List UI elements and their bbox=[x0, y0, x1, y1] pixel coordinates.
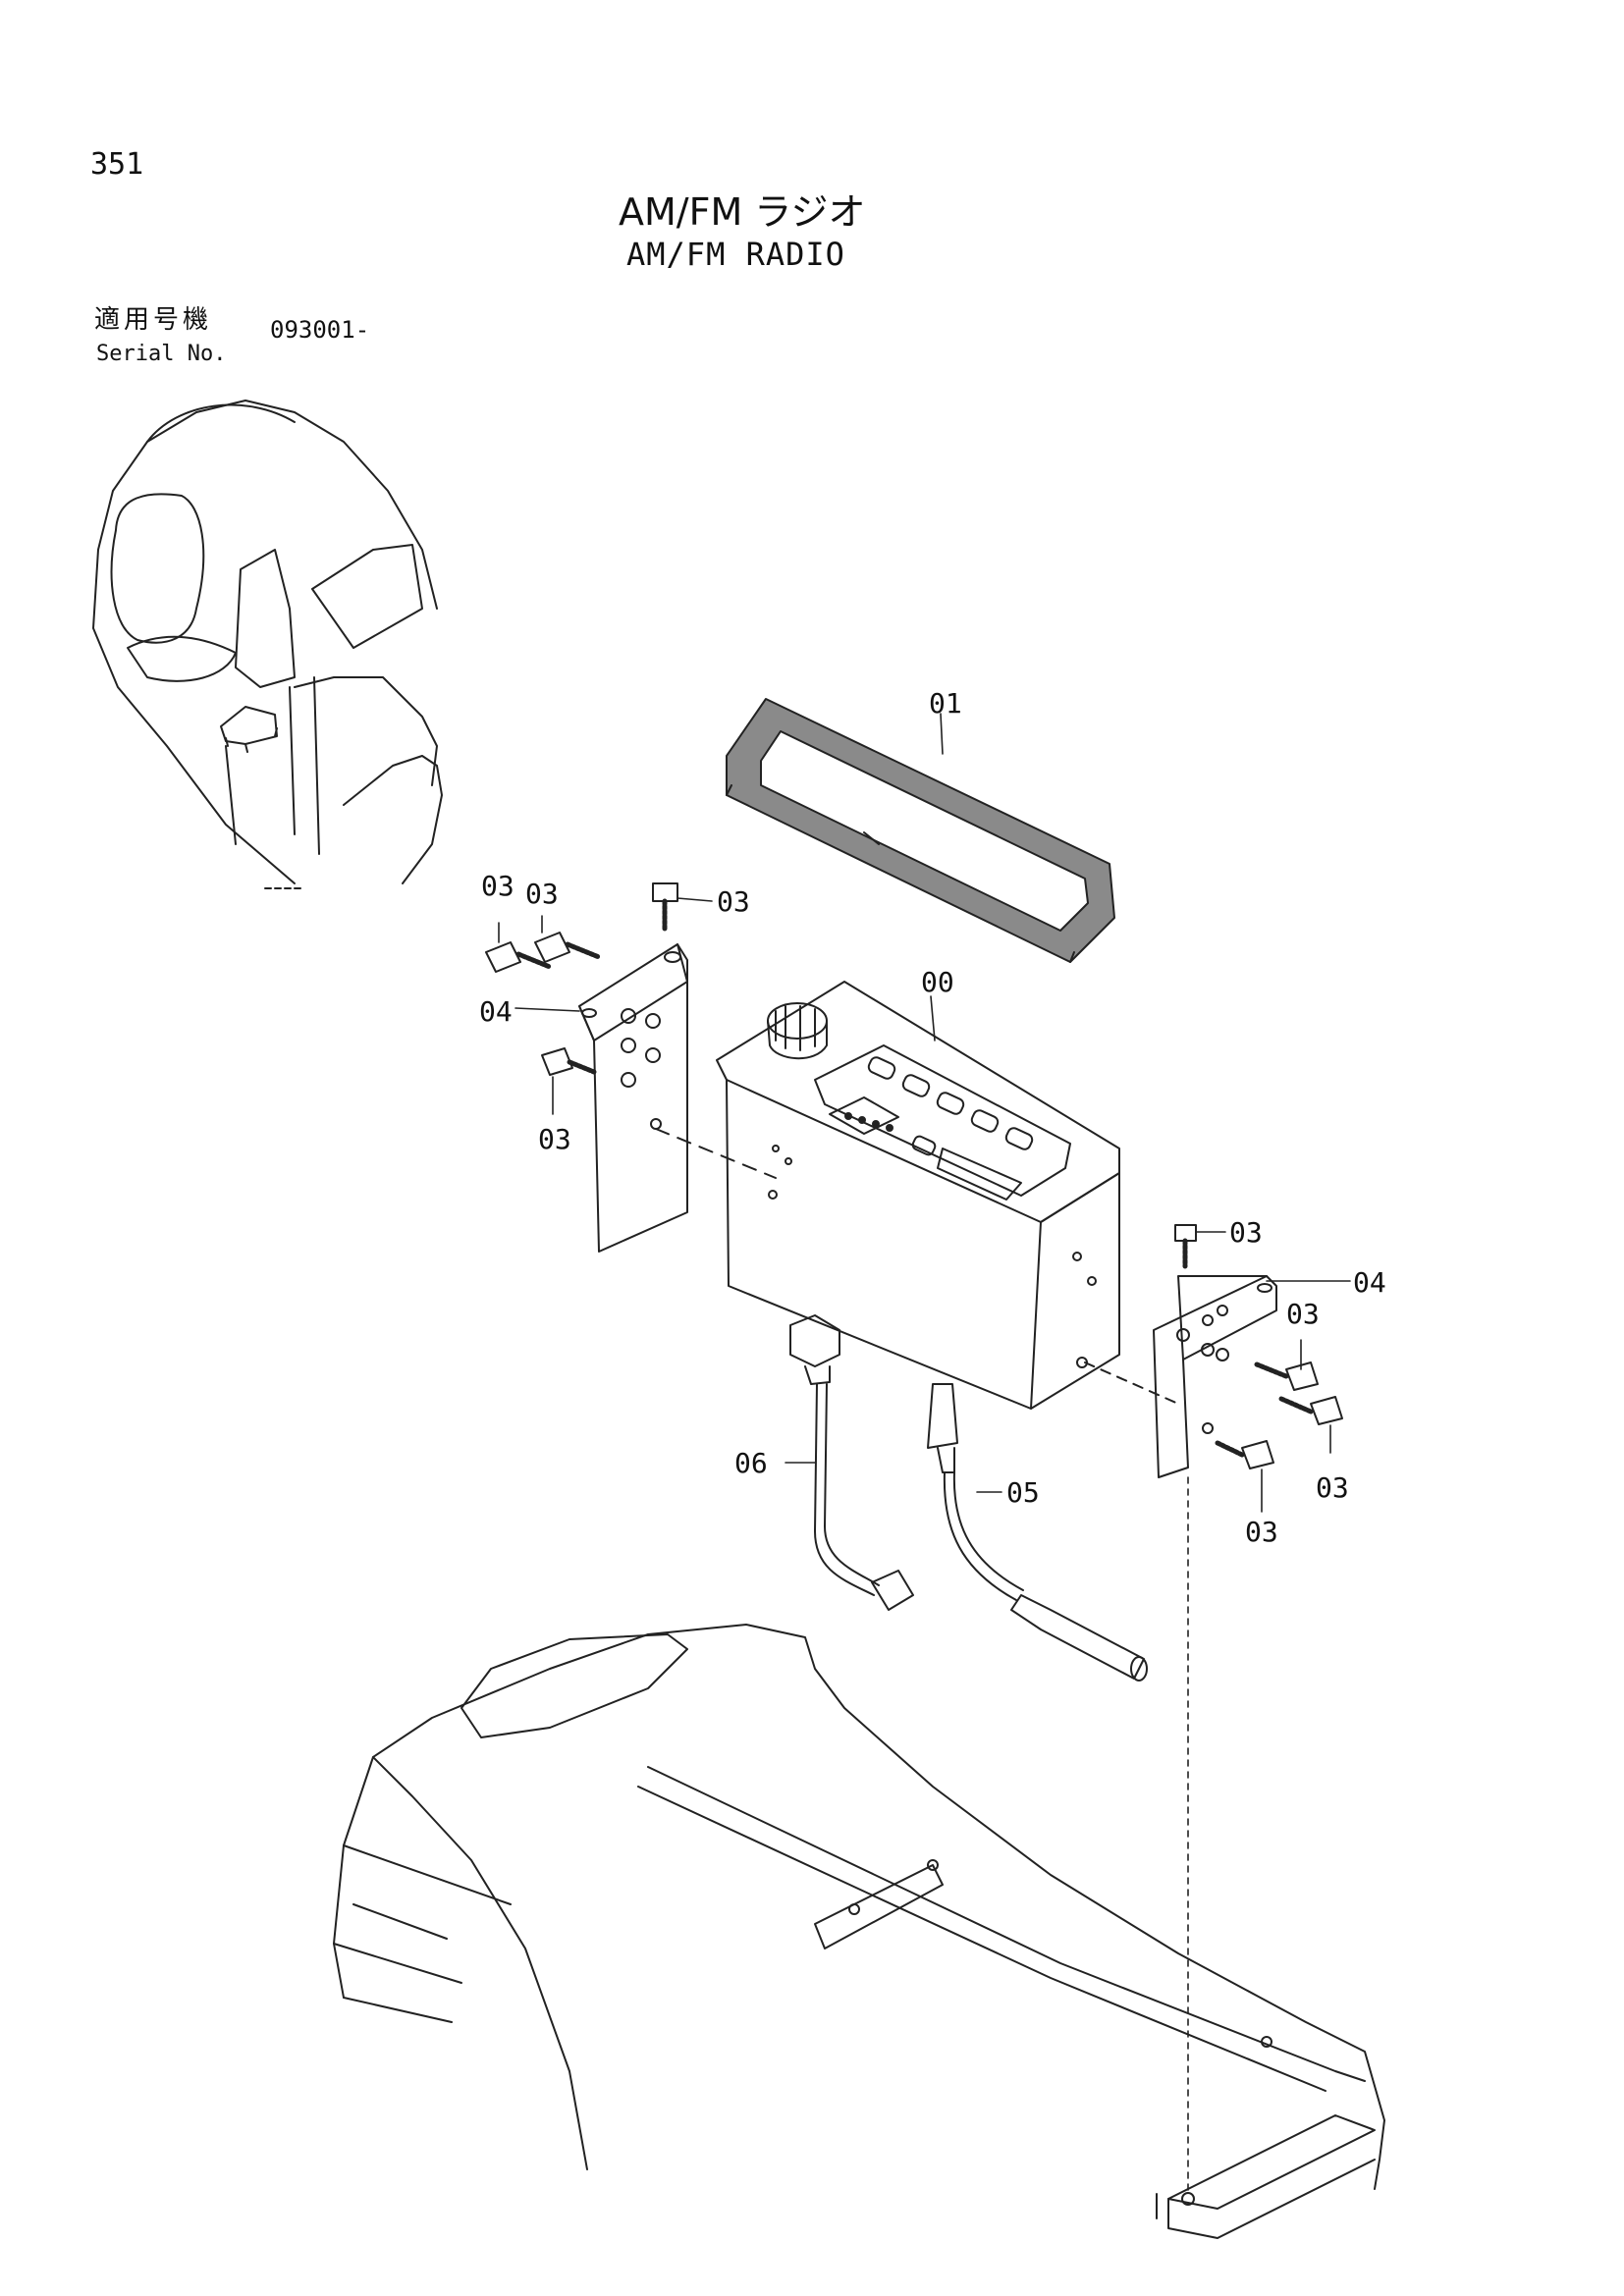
callout-05: 05 bbox=[1006, 1476, 1040, 1509]
right-bracket-04 bbox=[1084, 1275, 1277, 1478]
serial-number-value: 093001- bbox=[270, 316, 370, 344]
callout-03-right-top: 03 bbox=[1229, 1216, 1263, 1249]
serial-label-english: Serial No. bbox=[96, 342, 227, 366]
callout-03-right-a: 03 bbox=[1286, 1298, 1320, 1330]
callout-labels: 01 00 03 03 03 04 03 03 04 03 03 03 05 0… bbox=[479, 687, 1386, 1548]
callout-03-left-top: 03 bbox=[717, 885, 750, 918]
callout-03-right-c: 03 bbox=[1245, 1516, 1278, 1548]
callout-06: 06 bbox=[734, 1447, 768, 1479]
cab-illustration bbox=[92, 400, 443, 889]
antenna-cable-05 bbox=[927, 1383, 1148, 1682]
gasket-01 bbox=[726, 698, 1115, 963]
radio-unit-00 bbox=[716, 981, 1120, 1410]
screws-03 bbox=[485, 882, 1343, 1469]
left-bracket-04 bbox=[578, 943, 777, 1253]
console-base bbox=[333, 1476, 1385, 2239]
callout-01: 01 bbox=[929, 687, 962, 720]
callout-04-left: 04 bbox=[479, 995, 513, 1028]
page-title-japanese: AM/FM ラジオ bbox=[619, 190, 866, 234]
callout-03-left-b: 03 bbox=[525, 878, 559, 910]
harness-06 bbox=[789, 1314, 914, 1611]
callout-03-left-lower: 03 bbox=[538, 1123, 571, 1155]
callout-03-right-b: 03 bbox=[1316, 1471, 1349, 1504]
serial-label-japanese: 適用号機 bbox=[94, 305, 213, 335]
leader-lines bbox=[498, 713, 1351, 1513]
callout-00: 00 bbox=[921, 966, 954, 998]
callout-03-left-a: 03 bbox=[481, 870, 514, 902]
page-number: 351 bbox=[90, 147, 144, 182]
page-title-english: AM/FM RADIO bbox=[626, 236, 845, 273]
callout-04-right: 04 bbox=[1353, 1266, 1386, 1299]
